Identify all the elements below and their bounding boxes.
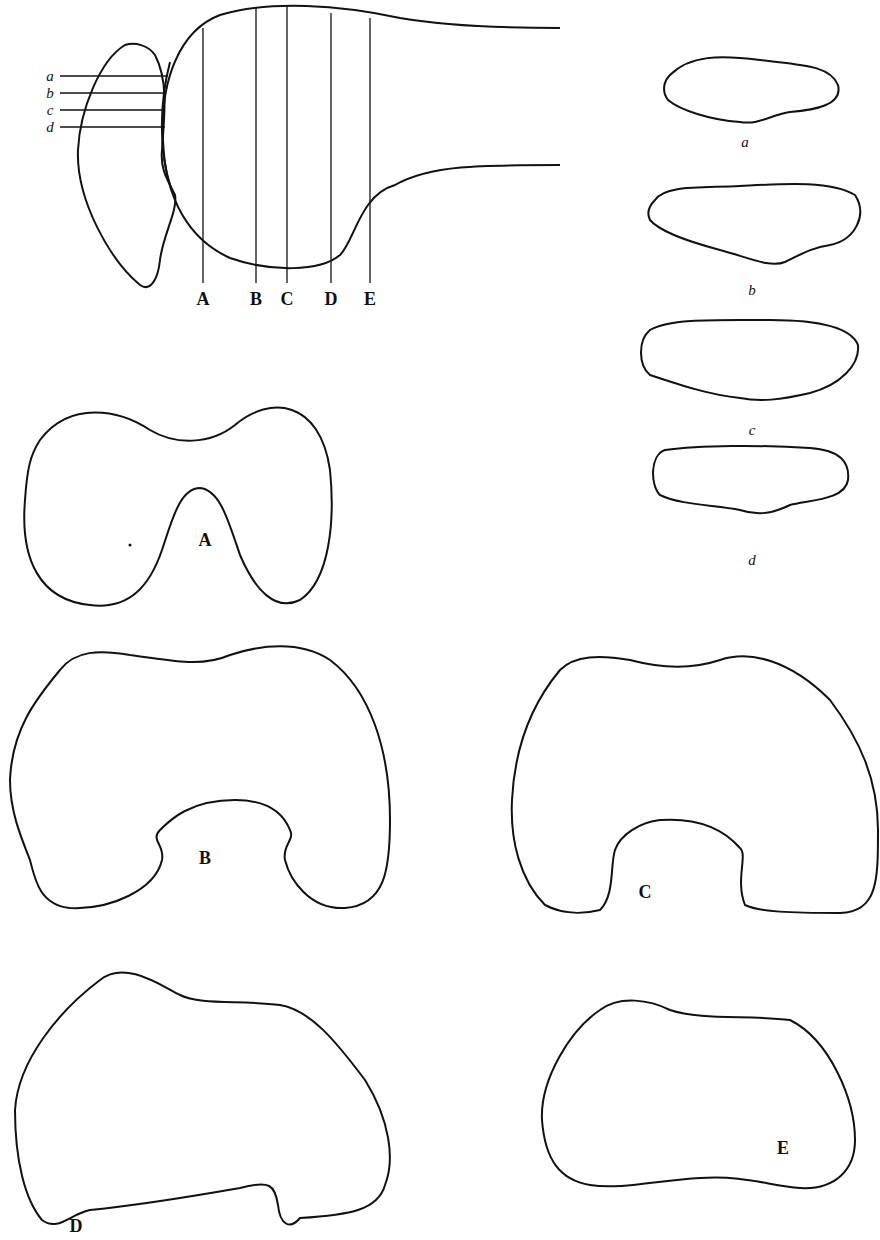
section-letter: d [748,553,756,568]
section-letter: c [749,423,756,438]
femur-outline [163,6,560,268]
section-letter: C [281,290,294,308]
patella-section-a [664,57,839,122]
section-letter: B [250,290,262,308]
section-letter: E [777,1139,789,1157]
section-letter: E [364,290,376,308]
section-lines [60,6,370,283]
patella-outline [78,44,175,287]
patella-section-d [653,446,848,513]
femur-section-d [15,972,390,1224]
femur-section-e [542,1001,855,1189]
section-letter: D [70,1217,83,1235]
patella-section-b [648,184,860,264]
femur-section-b [10,646,390,908]
section-letter: A [197,290,210,308]
cartilage-line [162,62,171,188]
section-letter: c [47,103,54,118]
patella-section-c [641,320,858,400]
section-letter: a [46,69,54,84]
section-letter: d [46,120,54,135]
femur-section-a [24,408,331,606]
section-letter: A [199,531,212,549]
section-letter: D [325,290,338,308]
section-letter: b [46,86,54,101]
section-letter: B [199,849,211,867]
section-letter: a [741,135,749,150]
section-letter: C [639,883,652,901]
section-letter: b [748,283,756,298]
femur-section-c [512,656,878,913]
